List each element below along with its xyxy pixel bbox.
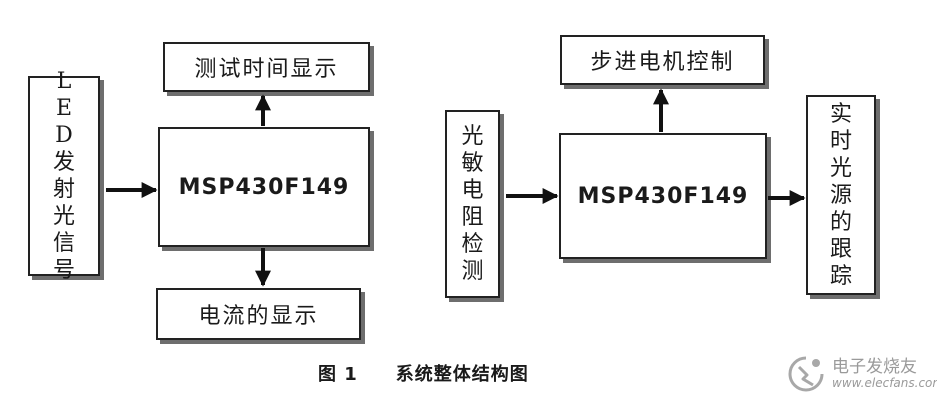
watermark-url: www.elecfans.com	[832, 376, 937, 390]
light-tracking-label: 实时光源的跟踪	[829, 101, 852, 289]
figure-title: 系统整体结构图	[395, 364, 529, 385]
elecfans-logo-icon	[788, 356, 824, 392]
right-mcu-label: MSP430F149	[577, 183, 749, 209]
photoresistor-detect-label: 光敏电阻检测	[461, 124, 484, 284]
left-mcu-box: MSP430F149	[158, 127, 370, 247]
test-time-display-box: 测试时间显示	[163, 42, 370, 92]
figure-number: 图 1	[318, 364, 358, 385]
left-mcu-label: MSP430F149	[178, 174, 350, 200]
light-tracking-box: 实时光源的跟踪	[806, 95, 876, 295]
led-signal-box: LED发射光信号	[28, 69, 100, 283]
right-mcu-box: MSP430F149	[559, 133, 767, 259]
stepper-motor-control-label: 步进电机控制	[590, 50, 735, 75]
led-signal-label: LED发射光信号	[52, 69, 75, 283]
watermark-name: 电子发烧友	[832, 357, 917, 377]
current-display-label: 电流的显示	[198, 304, 319, 329]
photoresistor-detect-box: 光敏电阻检测	[445, 110, 500, 298]
test-time-display-label: 测试时间显示	[194, 57, 339, 82]
watermark: 电子发烧友 www.elecfans.com	[786, 350, 937, 398]
current-display-box: 电流的显示	[156, 288, 361, 340]
stepper-motor-control-box: 步进电机控制	[560, 35, 765, 85]
figure-caption: 图 1 系统整体结构图	[312, 360, 529, 386]
